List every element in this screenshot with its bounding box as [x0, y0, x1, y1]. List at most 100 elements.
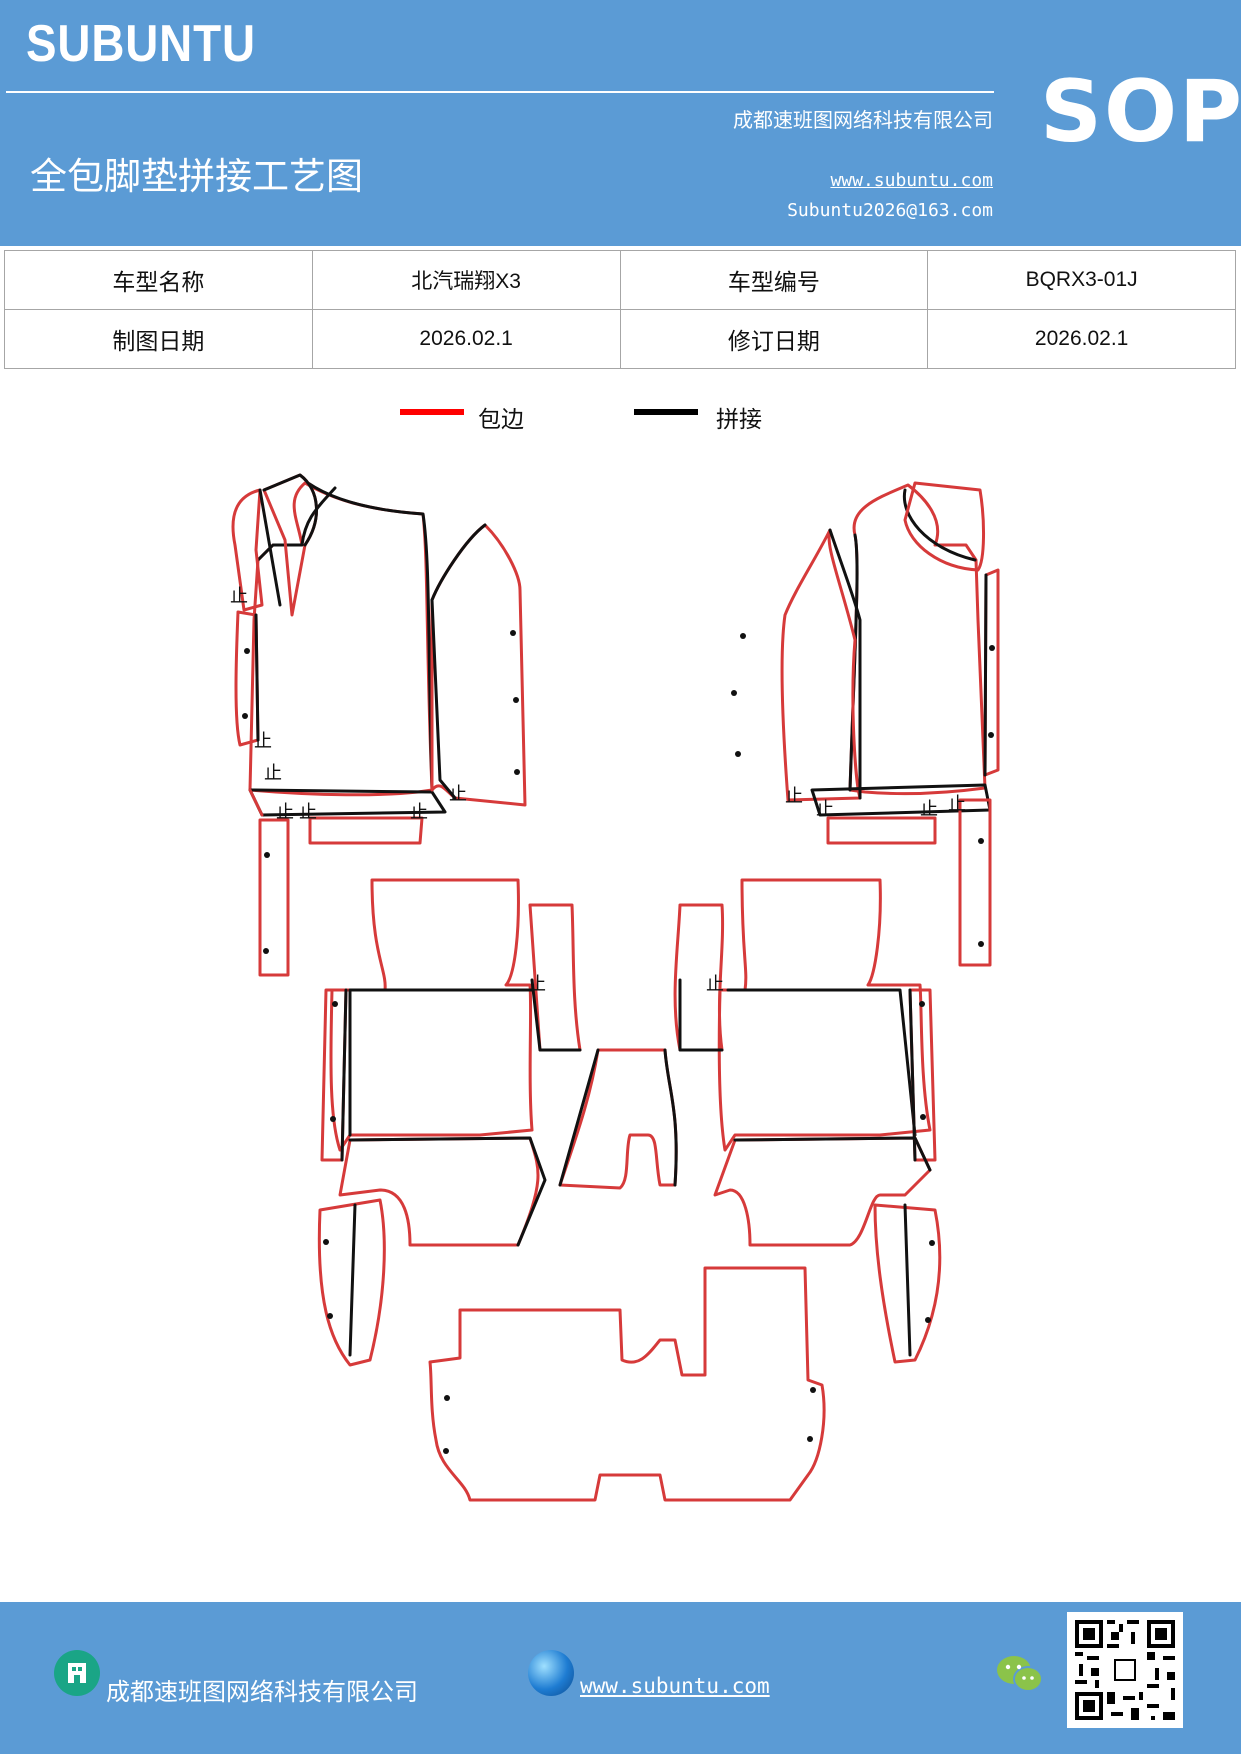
right-front-inner-seam	[848, 533, 859, 792]
seam-stop-marker: 止	[299, 802, 317, 823]
center-tunnel-seam	[558, 1048, 678, 1187]
right-rear-side-flap	[873, 1203, 942, 1364]
left-front-door-strip	[231, 488, 264, 612]
right-front-outer-seam	[828, 528, 862, 800]
model-code-label: 车型编号	[619, 250, 929, 310]
fastener-dot	[444, 1395, 450, 1401]
fastener-dot	[988, 732, 994, 738]
right-front-vertical-strip	[958, 798, 992, 967]
footer-company-name: 成都速班图网络科技有限公司	[106, 1678, 418, 1706]
right-front-outer-panel	[780, 528, 862, 802]
drawing-date-label: 制图日期	[4, 309, 313, 369]
info-table: 车型名称 北汽瑞翔X3 车型编号 BQRX3-01J 制图日期 2026.02.…	[4, 250, 1236, 369]
revision-date-label: 修订日期	[619, 309, 929, 369]
fastener-dot	[242, 713, 248, 719]
left-front-outer-seam-2	[430, 598, 457, 800]
fastener-dot	[731, 690, 737, 696]
left-front-outer-panel	[430, 523, 527, 807]
legend-label: 包边	[478, 407, 524, 433]
fastener-dot	[264, 852, 270, 858]
left-front-vertical-strip	[258, 818, 290, 977]
right-rear-side-flap-seam	[903, 1203, 912, 1357]
fastener-dot	[929, 1240, 935, 1246]
brand-logo: SUBUNTU	[26, 15, 256, 73]
left-rear-inner-seam	[348, 988, 534, 1137]
fastener-dot	[330, 1116, 336, 1122]
revision-date-value: 2026.02.1	[927, 309, 1236, 369]
right-front-corner-seam	[902, 488, 977, 562]
fastener-dot	[735, 751, 741, 757]
legend-label: 拼接	[716, 407, 762, 433]
seam-marker-group: 止 止 止 止 止 止 止 止 止 止 止 止 止	[230, 586, 966, 995]
right-rear-pillar-seam	[678, 978, 724, 1052]
page-title: 全包脚垫拼接工艺图	[30, 155, 363, 198]
left-rear-side-flap-seam	[348, 1203, 357, 1357]
seam-stop-marker: 止	[410, 802, 428, 823]
left-front-main-mat	[248, 481, 434, 797]
left-front-outer-seam	[430, 523, 487, 602]
right-rear-inner-seam	[726, 988, 917, 1137]
footer-website-link[interactable]: www.subuntu.com	[580, 1674, 770, 1698]
left-front-corner-seam	[262, 473, 318, 547]
fastener-dot	[513, 697, 519, 703]
left-rear-bottom-panel	[338, 1136, 540, 1247]
drawing-date-value: 2026.02.1	[311, 309, 621, 369]
fastener-dot	[920, 1114, 926, 1120]
seam-stop-marker: 止	[449, 784, 467, 805]
fastener-dot	[807, 1436, 813, 1442]
fastener-dot	[978, 941, 984, 947]
footer-banner: 成都速班图网络科技有限公司 www.subuntu.com	[0, 1602, 1241, 1754]
right-rear-bottom-seam	[733, 1136, 932, 1172]
fastener-dot	[323, 1239, 329, 1245]
legend-swatch-black	[634, 409, 698, 415]
fastener-dot	[919, 1001, 925, 1007]
right-rear-main-mat	[717, 878, 932, 1152]
fastener-dot	[810, 1387, 816, 1393]
fastener-dot	[925, 1317, 931, 1323]
email-address[interactable]: Subuntu2026@163.com	[787, 200, 993, 221]
seam-stop-marker: 止	[948, 794, 966, 815]
right-front-heel-tab	[826, 816, 937, 845]
qr-code[interactable]	[1067, 1612, 1183, 1728]
seam-stop-marker: 止	[276, 802, 294, 823]
fastener-dot	[327, 1313, 333, 1319]
left-rear-pillar-seam	[530, 978, 582, 1052]
seam-stop-marker: 止	[254, 731, 272, 752]
right-front-corner-piece	[903, 481, 985, 572]
right-front-door-seam	[983, 573, 988, 777]
left-rear-side-seam	[340, 988, 348, 1162]
globe-icon	[528, 1650, 574, 1696]
wechat-icon[interactable]	[994, 1652, 1046, 1696]
seam-stop-marker: 止	[230, 586, 248, 607]
sop-badge: SOP	[1040, 62, 1241, 162]
legend-swatch-red	[400, 409, 464, 415]
building-icon	[54, 1650, 100, 1696]
right-rear-side-seam	[908, 988, 917, 1162]
left-rear-bottom-seam	[348, 1136, 547, 1247]
model-name-label: 车型名称	[4, 250, 313, 310]
seam-stop-marker: 止	[528, 974, 546, 995]
company-name: 成都速班图网络科技有限公司	[733, 108, 993, 132]
header-banner: SUBUNTU SOP 成都速班图网络科技有限公司 全包脚垫拼接工艺图 www.…	[0, 0, 1241, 246]
fastener-dot	[263, 948, 269, 954]
left-front-side-seam	[254, 613, 260, 742]
left-front-seam-line	[306, 481, 434, 792]
fastener-dot	[510, 630, 516, 636]
left-rear-side-flap	[317, 1198, 386, 1367]
header-divider	[6, 91, 994, 93]
right-front-main-mat	[848, 483, 987, 796]
seam-stop-marker: 止	[920, 799, 938, 820]
fastener-dot	[332, 1001, 338, 1007]
left-front-door-seam	[258, 488, 282, 607]
fastener-dot	[244, 648, 250, 654]
website-link[interactable]: www.subuntu.com	[830, 170, 993, 191]
fastener-dot	[514, 769, 520, 775]
seam-stop-marker: 止	[264, 763, 282, 784]
seam-stop-marker: 止	[785, 786, 803, 807]
fastener-dot	[978, 838, 984, 844]
left-front-inner-seam	[256, 486, 337, 562]
seam-stop-marker: 止	[706, 974, 724, 995]
seam-stop-marker: 止	[816, 799, 834, 820]
legend-item-edging: 包边	[400, 400, 540, 440]
